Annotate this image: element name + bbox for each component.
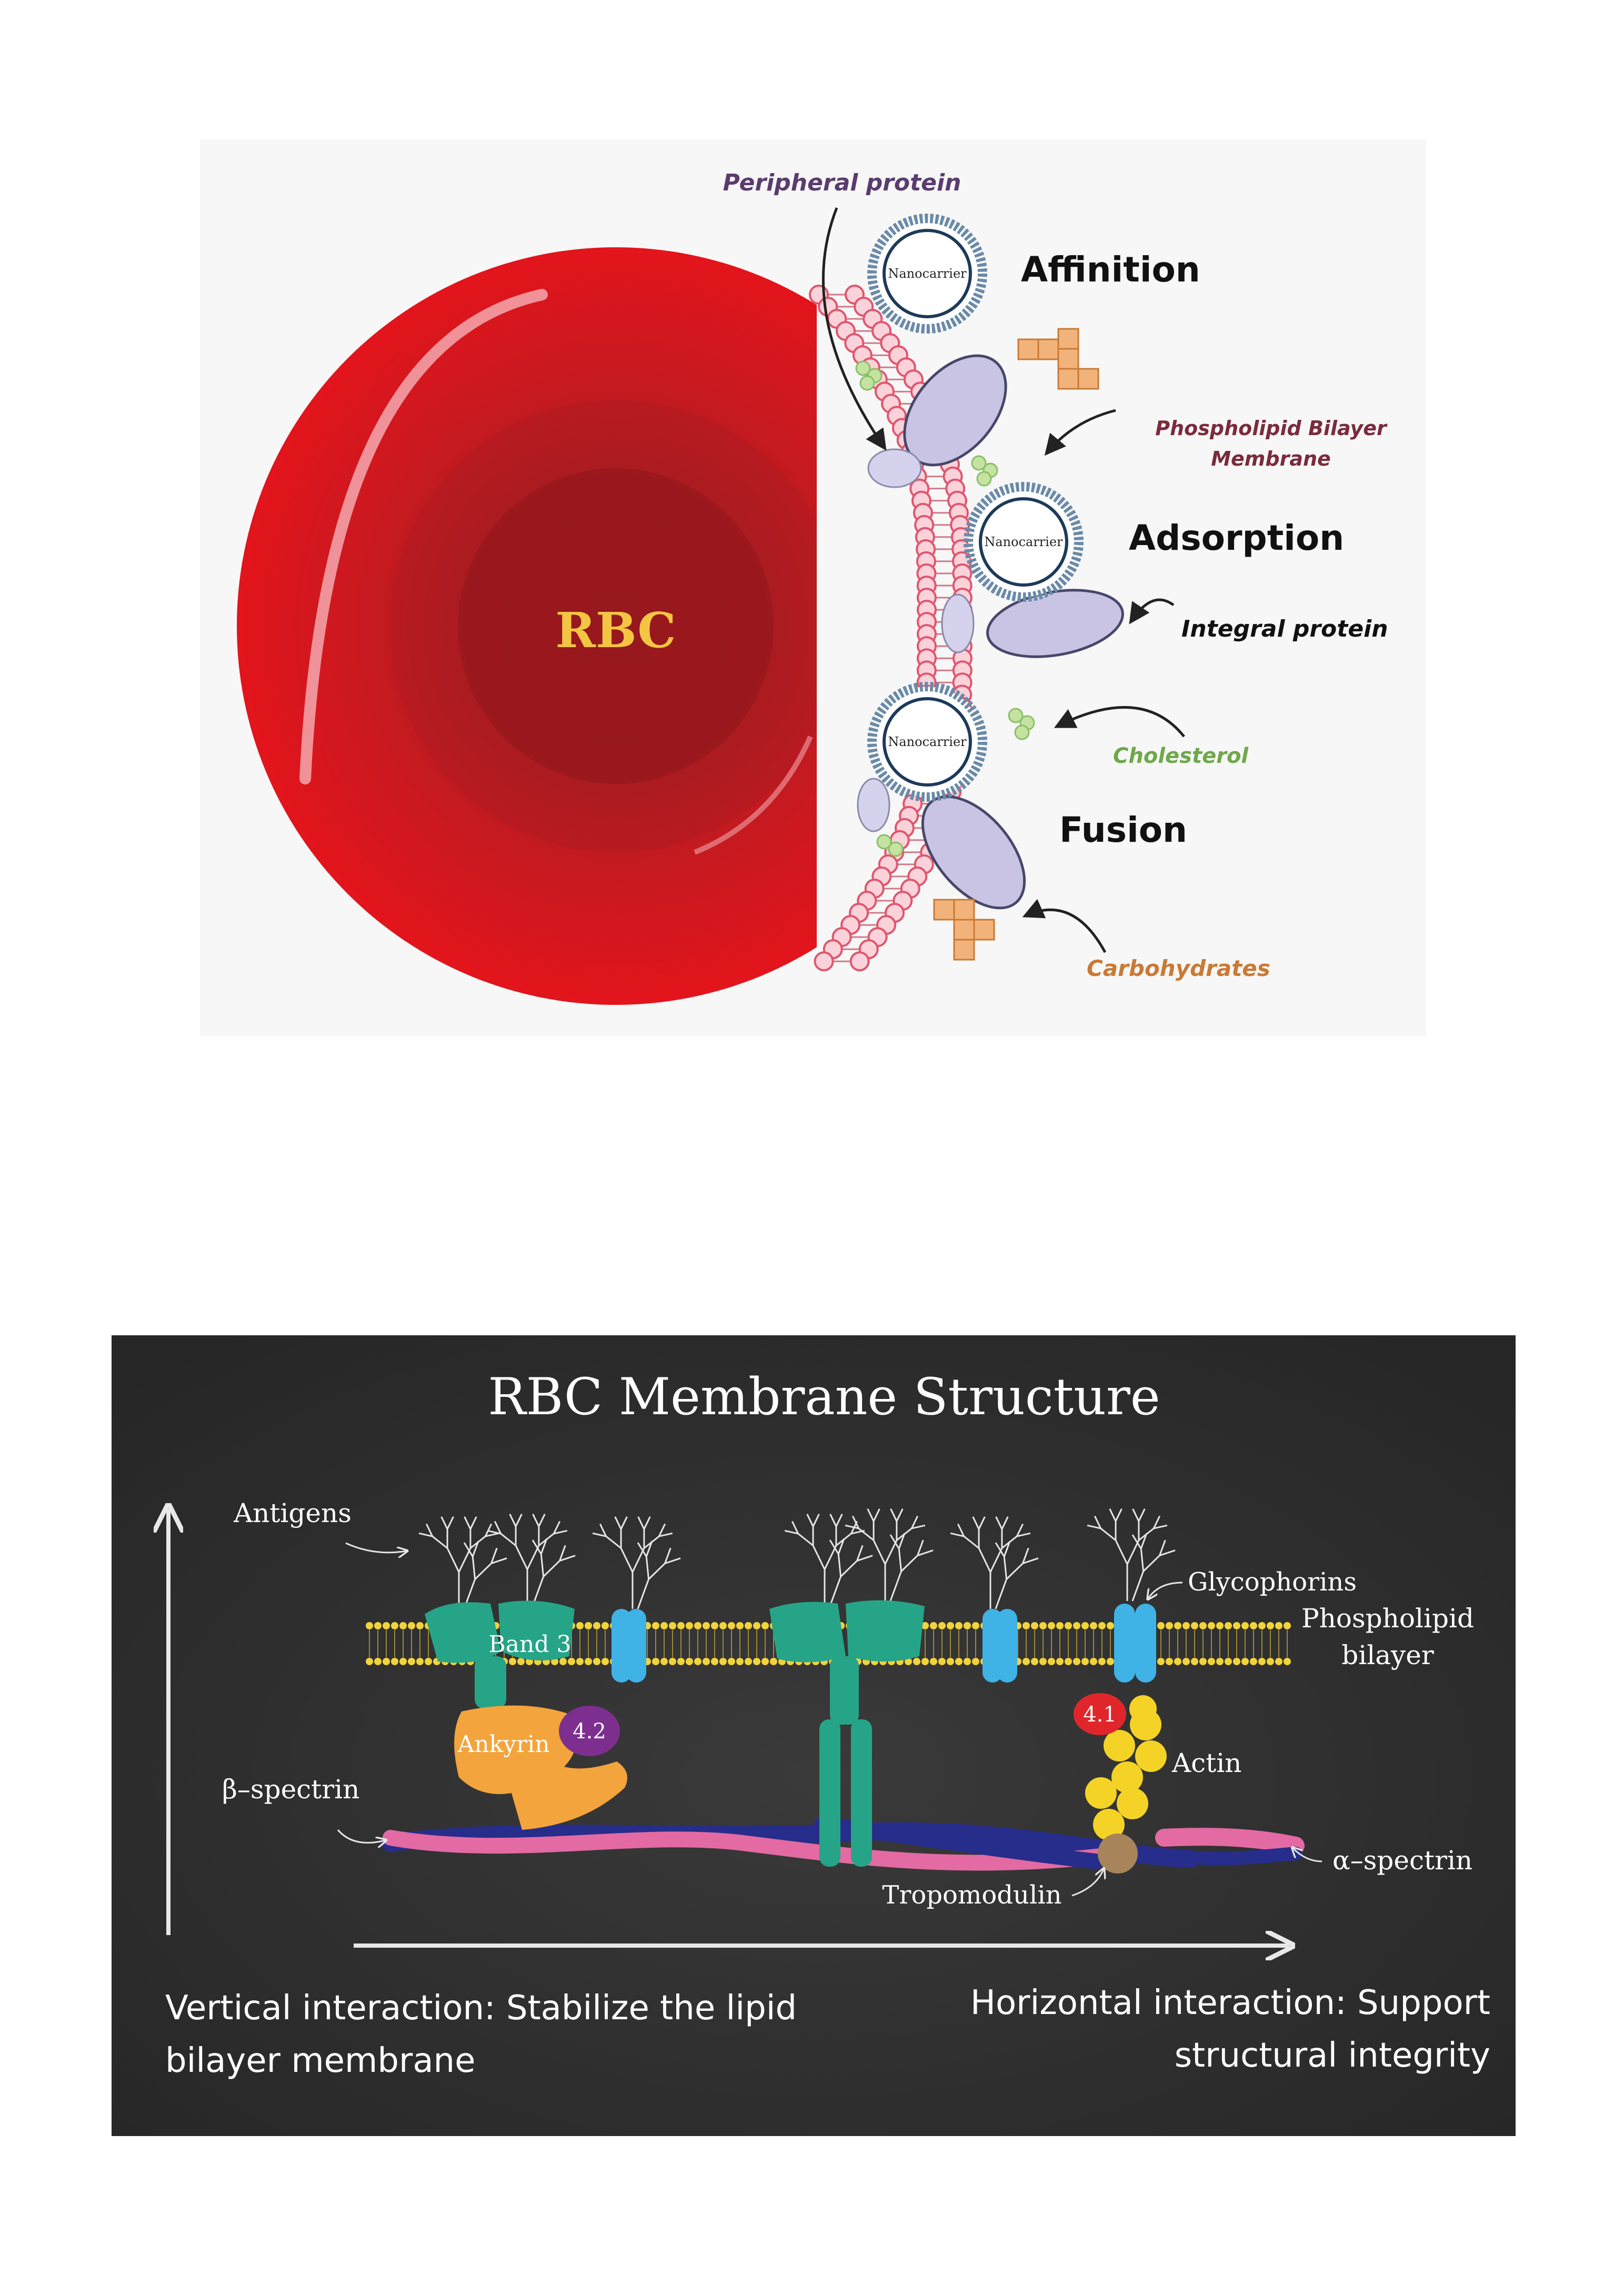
integral-proteins <box>903 354 1124 910</box>
tropomodulin-shape <box>1098 1834 1138 1874</box>
diagram-title: RBC Membrane Structure <box>488 1367 1160 1426</box>
tropomodulin-arrow <box>1071 1869 1104 1897</box>
beta-spectrin-label: β–spectrin <box>222 1774 359 1805</box>
band3-label: Band 3 <box>488 1631 571 1658</box>
bilayer-label-line1: Phospholipid Bilayer <box>1155 417 1388 440</box>
band41-shape <box>1074 1693 1126 1735</box>
horizontal-interaction-line1: Horizontal interaction: Support <box>970 1983 1490 2022</box>
band41-label: 4.1 <box>1083 1703 1117 1727</box>
svg-text:Nanocarrier: Nanocarrier <box>888 266 967 281</box>
nanocarrier-fusion-diagram: RBC Nanocarrier Nanocarrier <box>200 139 1426 1036</box>
rbc-highlight-lower <box>694 735 813 855</box>
integral-arrow <box>1129 598 1175 625</box>
carbohydrates-arrow <box>1022 899 1107 953</box>
vertical-interaction-line1: Vertical interaction: Stabilize the lipi… <box>165 1989 797 2028</box>
phospholipid-label-line2: bilayer <box>1341 1640 1434 1670</box>
ankyrin-label: Ankyrin <box>457 1731 549 1758</box>
svg-text:Nanocarrier: Nanocarrier <box>888 734 967 749</box>
actin-filament <box>1085 1695 1167 1840</box>
bilayer-label-line2: Membrane <box>1211 447 1331 470</box>
integral-protein-label: Integral protein <box>1181 616 1388 642</box>
carbohydrate-blocks <box>933 328 1099 961</box>
band42-label: 4.2 <box>573 1719 606 1744</box>
cholesterol-arrow <box>1054 706 1185 738</box>
chalkboard-background <box>112 1335 1516 2136</box>
nanocarrier-affinition: Nanocarrier <box>867 214 987 334</box>
actin-label: Actin <box>1171 1748 1241 1778</box>
nanocarrier-fusion: Nanocarrier <box>867 682 987 802</box>
svg-text:Nanocarrier: Nanocarrier <box>984 535 1063 549</box>
band3-complex-middle <box>769 1600 925 1867</box>
band42-shape <box>559 1706 620 1756</box>
bilayer-arrow <box>1044 409 1116 456</box>
phospholipid-label-line1: Phospholipid <box>1301 1603 1474 1634</box>
rbc-highlight <box>299 289 548 784</box>
carbohydrates-label: Carbohydrates <box>1087 955 1270 981</box>
step-affinition: Affinition <box>1021 249 1200 290</box>
peripheral-proteins <box>857 448 975 832</box>
glycophorins <box>611 1604 1156 1683</box>
cholesterol-molecules <box>855 360 1035 857</box>
vertical-interaction-line2: bilayer membrane <box>165 2041 475 2080</box>
antigen-glycans <box>418 1508 1176 1609</box>
alpha-spectrin-label: α–spectrin <box>1332 1845 1472 1876</box>
step-adsorption: Adsorption <box>1129 518 1344 558</box>
horizontal-interaction-line2: structural integrity <box>1175 2036 1490 2075</box>
band3-complex-left <box>425 1600 575 1709</box>
step-fusion: Fusion <box>1059 810 1187 850</box>
antigens-arrow <box>345 1542 406 1553</box>
tropomodulin-label: Tropomodulin <box>882 1880 1061 1910</box>
cholesterol-label: Cholesterol <box>1113 744 1249 768</box>
ankyrin-shape <box>454 1705 627 1830</box>
antigens-label: Antigens <box>233 1498 352 1528</box>
beta-spectrin-arrow <box>337 1829 385 1843</box>
glycophorins-label: Glycophorins <box>1188 1567 1357 1597</box>
peripheral-arrow <box>821 207 887 451</box>
rbc-membrane-structure-diagram: RBC Membrane Structure Band 3 Anky <box>112 1335 1516 2136</box>
peripheral-protein-label: Peripheral protein <box>723 169 961 196</box>
rbc-label: RBC <box>555 602 676 659</box>
alpha-spectrin-arrow <box>1293 1848 1322 1862</box>
glycophorins-arrow <box>1148 1582 1183 1598</box>
nanocarrier-adsorption: Nanocarrier <box>964 482 1084 602</box>
